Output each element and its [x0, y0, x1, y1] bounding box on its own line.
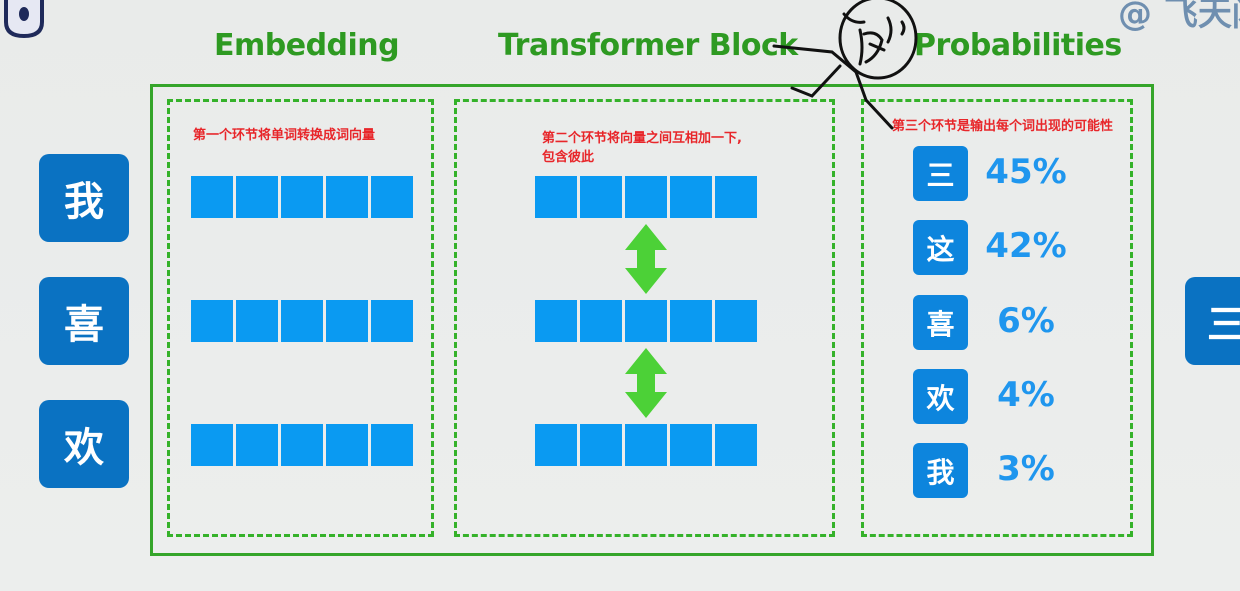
probabilities-note: 第三个环节是输出每个词出现的可能性	[892, 119, 1114, 134]
vector-cell	[371, 424, 413, 466]
vector-cell	[326, 176, 368, 218]
prob-token: 欢	[913, 369, 968, 424]
bidirectional-arrow-icon	[625, 348, 667, 418]
vector-cell	[580, 424, 622, 466]
stick-figure-doodle	[772, 0, 918, 130]
prob-value: 3%	[997, 449, 1055, 489]
prob-value: 4%	[997, 375, 1055, 415]
vector-cell	[625, 300, 667, 342]
vector-cell	[236, 300, 278, 342]
transformer-vector	[535, 424, 757, 466]
vector-cell	[326, 300, 368, 342]
vector-cell	[191, 424, 233, 466]
vector-cell	[236, 176, 278, 218]
embedding-note: 第一个环节将单词转换成词向量	[193, 128, 376, 143]
vector-cell	[191, 300, 233, 342]
transformer-note-line2: 包含彼此	[542, 150, 595, 165]
vector-cell	[715, 176, 757, 218]
bidirectional-arrow-icon	[625, 224, 667, 294]
prob-token: 我	[913, 443, 968, 498]
prob-value: 42%	[985, 226, 1067, 266]
embedding-panel	[167, 99, 434, 537]
vector-cell	[371, 176, 413, 218]
probabilities-heading: Probabilities	[914, 28, 1122, 63]
vector-cell	[670, 300, 712, 342]
vector-cell	[670, 424, 712, 466]
transformer-panel	[454, 99, 835, 537]
prob-value: 45%	[985, 152, 1067, 192]
vector-cell	[236, 424, 278, 466]
prob-token: 喜	[913, 295, 968, 350]
input-token: 喜	[39, 277, 129, 365]
vector-cell	[191, 176, 233, 218]
vector-cell	[580, 176, 622, 218]
vector-cell	[281, 424, 323, 466]
vector-cell	[535, 176, 577, 218]
embedding-vector	[191, 424, 413, 466]
input-token: 我	[39, 154, 129, 242]
input-token: 欢	[39, 400, 129, 488]
watermark: @ 飞天闪	[1118, 0, 1240, 34]
vector-cell	[281, 176, 323, 218]
output-token: 三	[1185, 277, 1240, 365]
prob-value: 6%	[997, 301, 1055, 341]
vector-cell	[625, 424, 667, 466]
model-frame	[150, 84, 1154, 556]
vector-cell	[326, 424, 368, 466]
vector-cell	[535, 300, 577, 342]
vector-cell	[715, 300, 757, 342]
avatar-logo	[3, 0, 44, 39]
embedding-heading: Embedding	[214, 28, 400, 63]
vector-cell	[670, 176, 712, 218]
transformer-note-line1: 第二个环节将向量之间互相加一下,	[542, 131, 742, 146]
vector-cell	[580, 300, 622, 342]
vector-cell	[281, 300, 323, 342]
embedding-vector	[191, 300, 413, 342]
transformer-vector	[535, 300, 757, 342]
transformer-vector	[535, 176, 757, 218]
prob-token: 这	[913, 220, 968, 275]
embedding-vector	[191, 176, 413, 218]
vector-cell	[535, 424, 577, 466]
transformer-heading: Transformer Block	[498, 28, 798, 63]
vector-cell	[371, 300, 413, 342]
vector-cell	[625, 176, 667, 218]
vector-cell	[715, 424, 757, 466]
prob-token: 三	[913, 146, 968, 201]
probabilities-panel	[861, 99, 1133, 537]
